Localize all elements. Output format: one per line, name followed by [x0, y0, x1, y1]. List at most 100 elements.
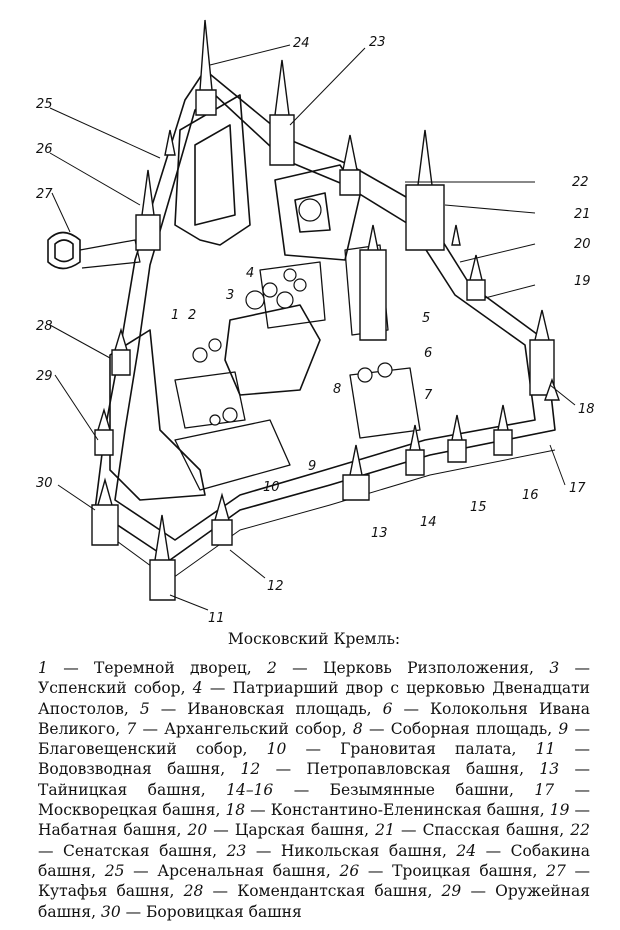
legend-item: 17 — Москворецкая башня [38, 780, 591, 820]
legend-text: Сенатская башня [63, 841, 213, 860]
label-19: 19 [574, 274, 591, 289]
label-23: 23 [369, 35, 386, 50]
legend-item: 19 — Набатная башня [38, 801, 590, 840]
legend-item: 28 — Комендантская башня [183, 882, 428, 901]
legend-number: 12 [240, 760, 261, 779]
legend-number: 9 [558, 719, 569, 738]
legend-text: Оружейная башня [38, 882, 590, 921]
legend-text: Кутафья башня [38, 882, 170, 901]
label-14: 14 [420, 515, 437, 530]
tower-arsenalnaya [164, 129, 176, 156]
label-8: 8 [333, 382, 341, 397]
legend-item: 6 — Колокольня Ивана Великого [38, 699, 591, 738]
legend-item: 18 — Константино-Еленинская башня [225, 801, 540, 820]
label-3: 3 [226, 288, 234, 303]
legend-number: 20 [187, 821, 208, 840]
label-26: 26 [36, 142, 53, 157]
legend-number: 10 [266, 740, 287, 759]
label-10: 10 [263, 480, 280, 495]
legend-text: Безымянные башни [329, 780, 510, 799]
legend-item: 8 — Соборная площадь [352, 719, 548, 738]
legend-item: 21 — Спасская башня [375, 821, 560, 840]
legend-text: Троицкая башня [392, 861, 533, 880]
legend-text: Архангельский собор [164, 719, 342, 738]
caption-title: Московский Кремль: [227, 630, 401, 648]
tower-oruzheynaya [94, 407, 114, 456]
legend-item: 30 — Боровицкая башня [100, 902, 302, 921]
legend-text: Соборная площадь [390, 719, 548, 738]
tower-konstantino-eleninskaya [529, 309, 555, 396]
legend-number: 17 [534, 780, 555, 799]
legend-number: 13 [539, 760, 560, 779]
legend-item: 14–16 — Безымянные башни [226, 780, 510, 799]
legend-number: 2 [266, 659, 277, 677]
legend-text: Грановитая палата [340, 740, 512, 759]
legend-text: Патриарший двор с церковью Двенадцати Ап… [38, 679, 590, 718]
legend-text: Церковь Ризположения [322, 659, 530, 677]
legend-item: 1 — Теремной дворец [38, 659, 247, 677]
label-12: 12 [267, 579, 284, 594]
legend-item: 12 — Петропавловская башня [240, 760, 520, 779]
legend-number: 3 [549, 659, 560, 677]
label-21: 21 [574, 207, 591, 222]
legend-item: 29 — Оружейная башня [38, 882, 590, 921]
figure-caption: Московский Кремль: 1 — Теремной дворец, … [38, 630, 590, 922]
tower-petropavlovskaya [211, 492, 233, 546]
legend-item: 9 — Благовещенский собор [38, 719, 591, 759]
label-22: 22 [572, 175, 589, 190]
legend-number: 4 [192, 679, 203, 698]
legend-text: Боровицкая башня [146, 902, 302, 921]
tower-vodovzvodnaya [149, 514, 176, 601]
label-28: 28 [36, 319, 53, 334]
legend-item: 10 — Грановитая палата [266, 740, 512, 759]
tower-nikolskaya [269, 59, 295, 166]
callout-labels: 1 2 3 4 5 6 7 8 9 10 11 12 13 14 15 16 1… [36, 35, 595, 625]
legend-text: Собакина башня [38, 841, 591, 880]
label-24: 24 [293, 36, 310, 51]
legend-number: 30 [100, 902, 121, 921]
label-7: 7 [424, 388, 433, 403]
legend-number: 6 [382, 699, 393, 718]
legend-number: 1 [38, 659, 48, 677]
legend-item: 7 — Архангельский собор [126, 719, 342, 738]
label-2: 2 [188, 308, 196, 323]
legend-number: 14–16 [226, 780, 274, 799]
caption-legend: 1 — Теремной дворец, 2 — Церковь Ризполо… [38, 659, 591, 921]
tower-borovitskaya [91, 477, 119, 546]
legend-number: 25 [104, 861, 125, 880]
bell-tower-ivan [359, 224, 387, 341]
arsenal-building [174, 94, 251, 246]
legend-number: 24 [456, 841, 477, 860]
label-11: 11 [208, 611, 225, 625]
label-25: 25 [36, 97, 53, 112]
legend-number: 22 [570, 821, 590, 840]
tower-taynitskaya [342, 444, 370, 501]
legend-text: Успенский собор [38, 679, 181, 698]
legend-item: 3 — Успенский собор [38, 659, 591, 698]
legend-number: 27 [546, 861, 566, 880]
legend-text: Царская башня [234, 821, 365, 840]
legend-text: Спасская башня [422, 821, 560, 840]
tower-bezymyannaya-1 [405, 424, 425, 476]
kremlin-wall-inner [114, 94, 536, 541]
legend-text: Теремной дворец [94, 659, 247, 677]
legend-item: 27 — Кутафья башня [38, 861, 590, 901]
legend-number: 23 [226, 841, 247, 860]
legend-number: 5 [139, 699, 150, 718]
label-20: 20 [574, 237, 591, 252]
label-6: 6 [424, 346, 432, 361]
legend-item: 2 — Церковь Ризположения [266, 659, 530, 677]
tower-sobakina [195, 19, 217, 116]
label-5: 5 [422, 311, 430, 326]
senate-building [274, 164, 361, 261]
legend-text: Тайницкая башня [38, 780, 201, 799]
tower-trinity [135, 169, 161, 251]
legend-number: 18 [225, 801, 246, 820]
label-15: 15 [470, 500, 487, 515]
legend-text: Комендантская башня [237, 882, 428, 901]
label-1: 1 [171, 308, 179, 323]
label-29: 29 [36, 369, 53, 384]
tower-komendantskaya [111, 327, 131, 376]
legend-text: Ивановская площадь [187, 699, 367, 718]
label-17: 17 [569, 481, 586, 496]
